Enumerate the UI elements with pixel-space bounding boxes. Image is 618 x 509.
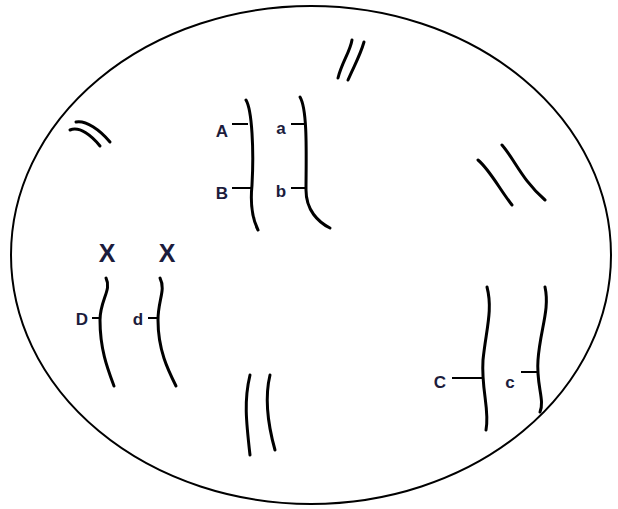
gene-label: A xyxy=(216,123,228,140)
chromosome xyxy=(100,278,114,386)
chromosome xyxy=(70,129,100,146)
gene-mark xyxy=(521,371,537,373)
chromosome xyxy=(538,287,547,412)
chromosome xyxy=(267,375,275,450)
chromosome xyxy=(502,145,545,200)
gene-label: d xyxy=(133,311,143,328)
gene-label: a xyxy=(276,120,285,137)
chromosome xyxy=(158,278,176,386)
gene-label: C xyxy=(434,374,446,391)
gene-label: b xyxy=(276,183,286,200)
chromosome xyxy=(246,375,250,455)
chromosome xyxy=(348,42,364,80)
chromosome xyxy=(300,97,330,228)
chromosome xyxy=(246,100,258,230)
gene-mark xyxy=(291,187,306,189)
gene-mark xyxy=(232,123,248,125)
chromosome xyxy=(76,122,110,142)
gene-mark xyxy=(232,187,251,189)
gene-label: X xyxy=(159,241,176,266)
chromosome xyxy=(478,160,512,205)
gene-mark xyxy=(92,317,101,319)
gene-label: D xyxy=(76,311,88,328)
cell-membrane xyxy=(11,6,611,504)
gene-label: B xyxy=(216,185,228,202)
chromosome xyxy=(483,287,490,430)
gene-mark xyxy=(452,377,482,379)
gene-mark xyxy=(148,317,158,319)
gene-label: X xyxy=(99,241,116,266)
gene-mark xyxy=(291,123,305,125)
gene-label: c xyxy=(505,374,514,391)
